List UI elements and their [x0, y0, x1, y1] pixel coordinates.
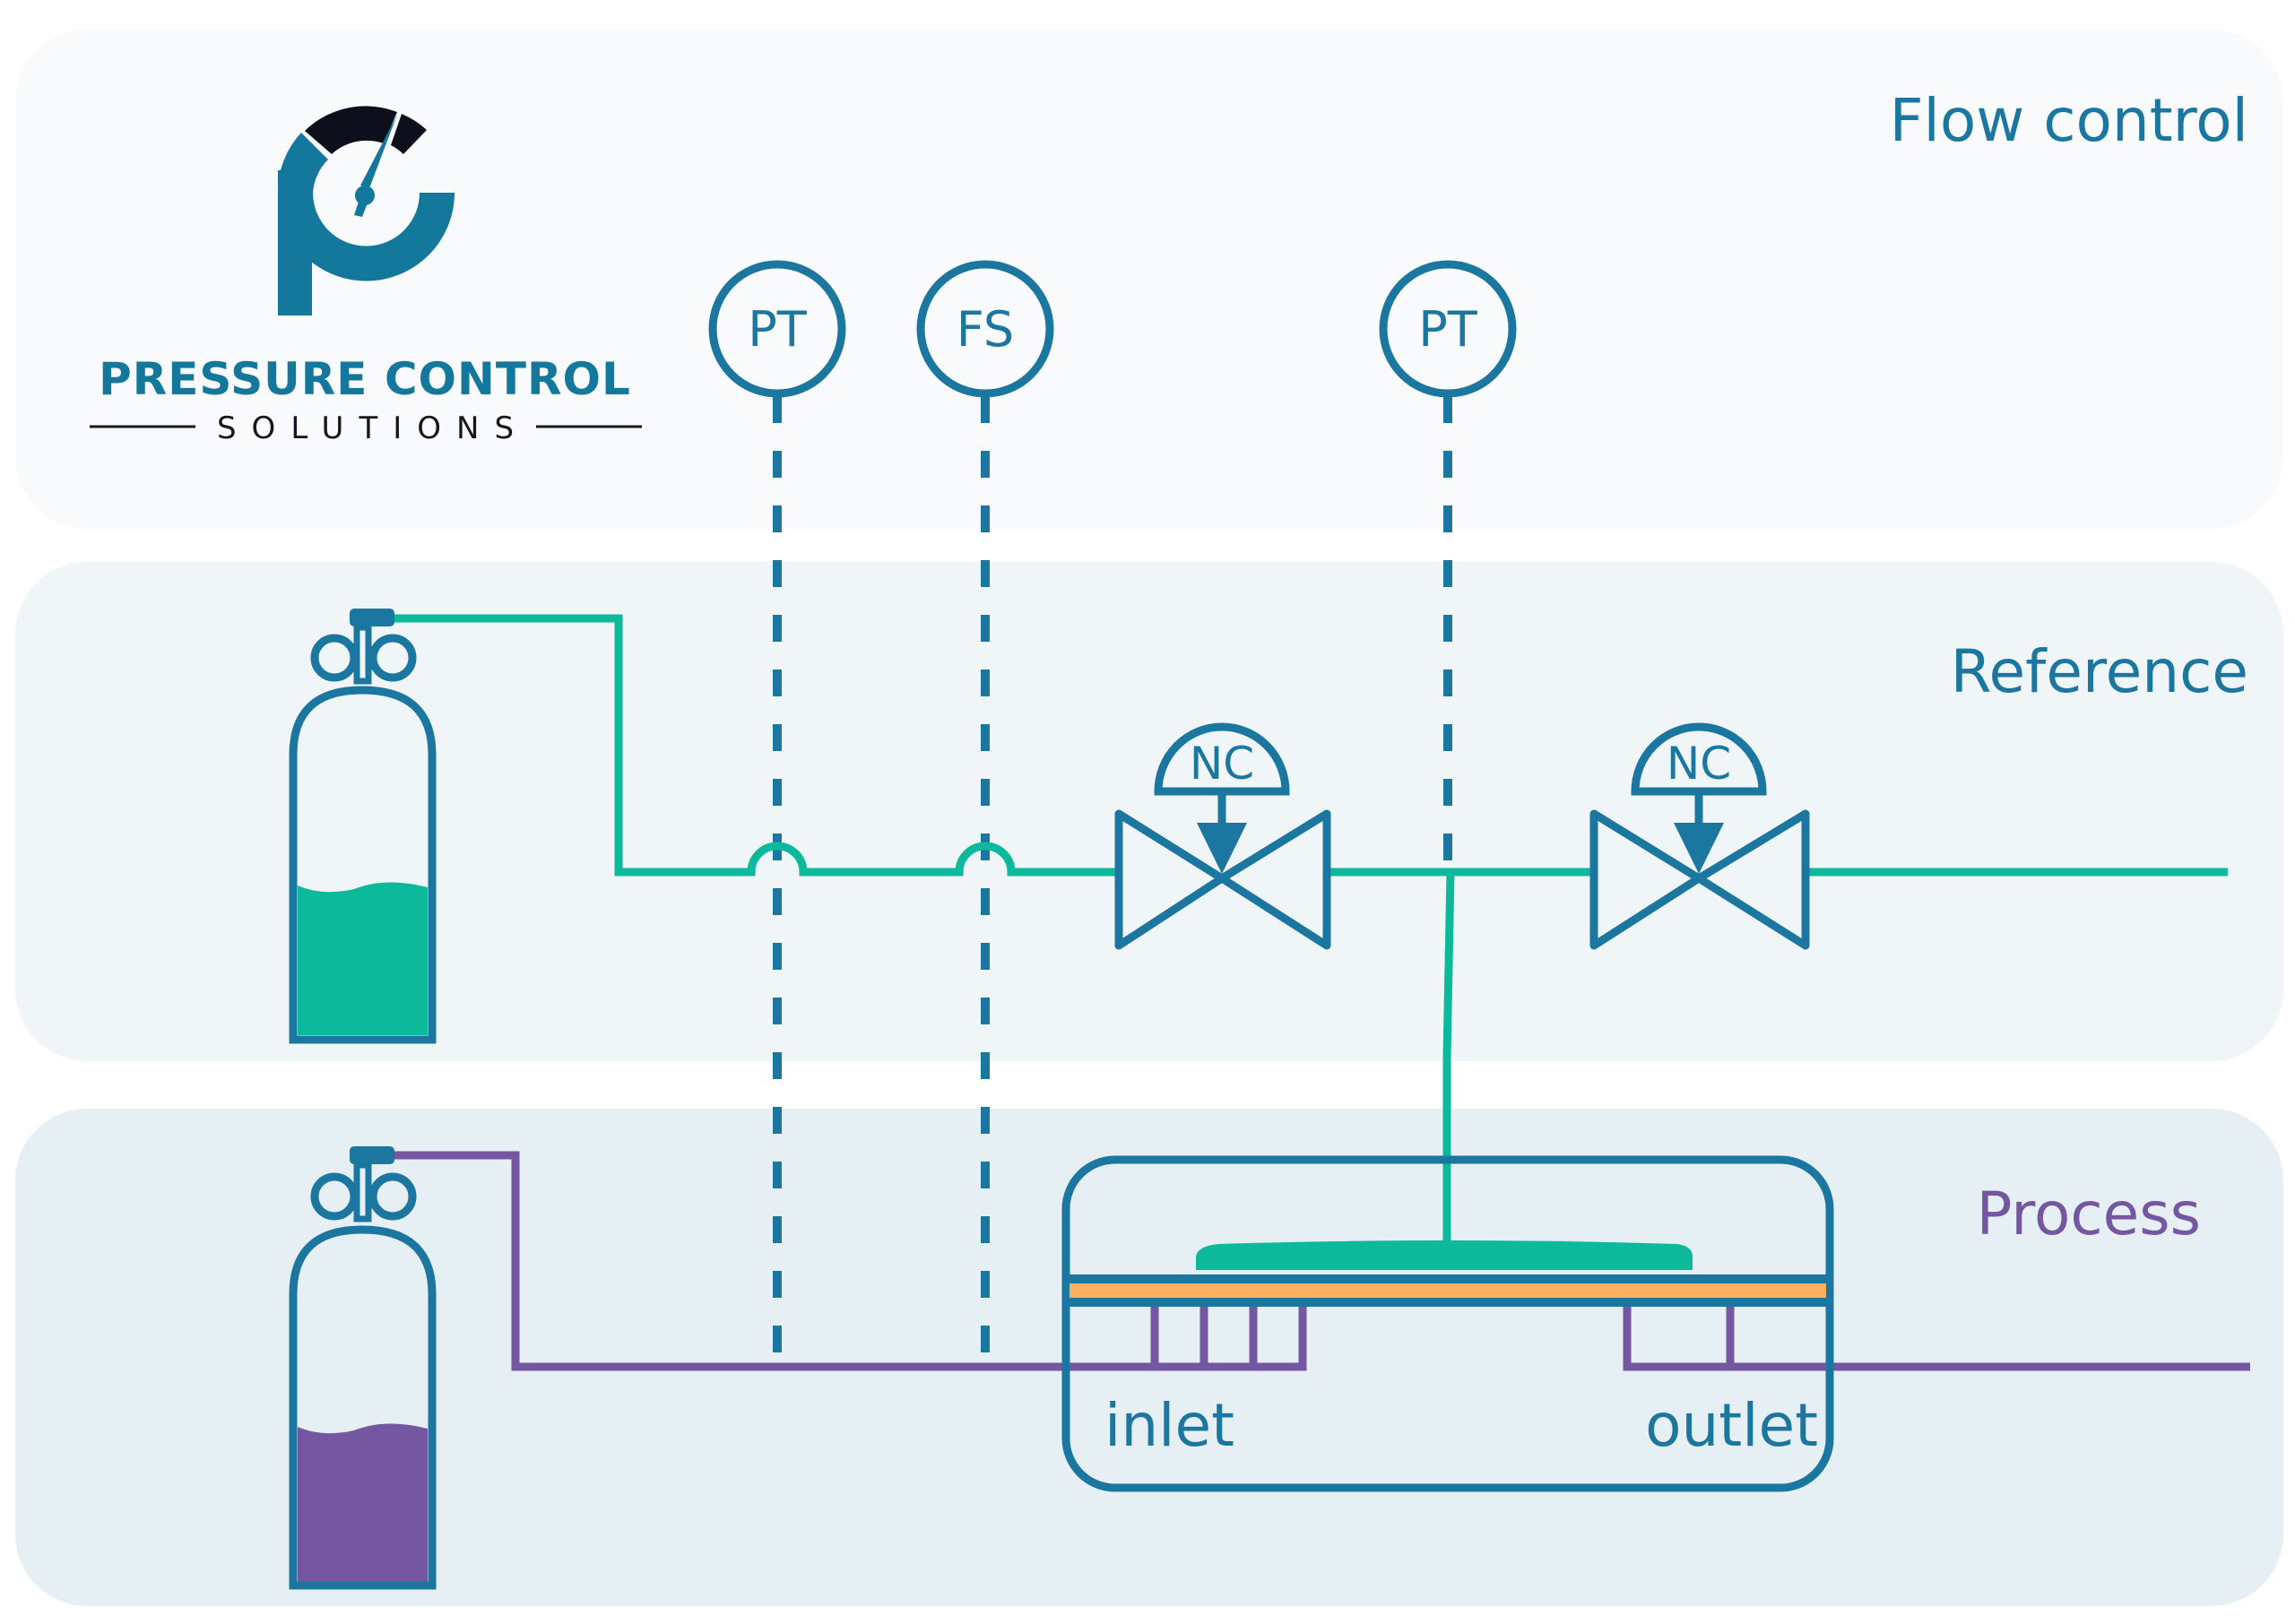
membrane-plate-bottom — [1066, 1298, 1830, 1307]
process-chamber[interactable]: inlet outlet — [1061, 1155, 1834, 1492]
outlet-label: outlet — [1645, 1391, 1818, 1460]
panel-label-process: Process — [1977, 1179, 2201, 1248]
valve-nc-1[interactable]: NC — [1114, 722, 1331, 950]
instrument-fs[interactable]: FS — [916, 260, 1054, 398]
panel-flow-control — [15, 30, 2283, 529]
logo: PRESSURE CONTROL SOLUTIONS — [90, 106, 642, 446]
reference-gas-cylinder-icon[interactable] — [289, 609, 437, 1044]
cylinder-valve-cap — [350, 609, 394, 626]
logo-subtitle: SOLUTIONS — [217, 410, 529, 446]
valve-nc-2[interactable]: NC — [1589, 722, 1810, 950]
actuator-arrow-icon — [1674, 823, 1724, 874]
pressure-gauge-p-icon — [277, 106, 455, 315]
instrument-tag: PT — [748, 301, 808, 358]
inlet-label: inlet — [1104, 1391, 1234, 1460]
instrument-tag: FS — [957, 301, 1014, 358]
panel-reference — [15, 562, 2283, 1061]
panel-label-flow-control: Flow control — [1890, 86, 2248, 155]
valve-actuator-label: NC — [1667, 738, 1731, 790]
signal-lines — [773, 396, 1452, 1367]
membrane-plate-top — [1066, 1274, 1830, 1283]
instrument-pt-1[interactable]: PT — [708, 260, 846, 398]
cylinder-fill — [298, 1423, 428, 1582]
actuator-dome — [1154, 722, 1290, 796]
process-line — [385, 1151, 2250, 1371]
cylinder-valve-cap — [350, 1146, 394, 1164]
reference-puck — [1196, 1240, 1693, 1270]
actuator-dome — [1631, 722, 1767, 796]
instrument-pt-2[interactable]: PT — [1379, 260, 1517, 398]
actuator-arrow-icon — [1197, 823, 1247, 874]
process-gas-cylinder-icon[interactable] — [289, 1146, 437, 1590]
reference-line — [385, 614, 2228, 1250]
membrane — [1070, 1283, 1826, 1298]
logo-title: PRESSURE CONTROL — [99, 353, 631, 405]
instrument-tag: PT — [1418, 301, 1478, 358]
panel-process — [15, 1109, 2283, 1606]
valve-actuator-label: NC — [1190, 738, 1254, 790]
cylinder-fill — [298, 882, 428, 1035]
panel-label-reference: Reference — [1951, 637, 2248, 706]
